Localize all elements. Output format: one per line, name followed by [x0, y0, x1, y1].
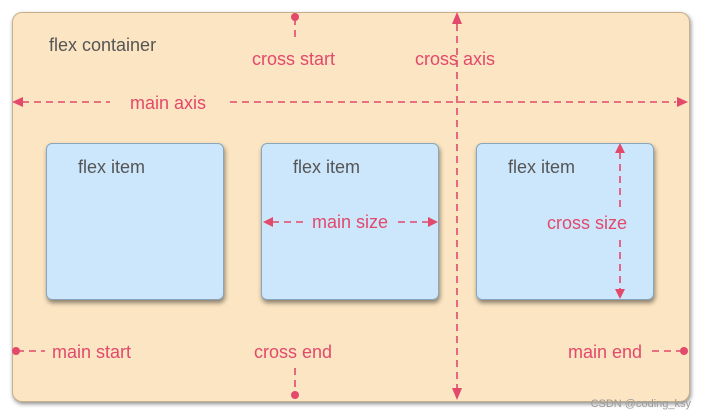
- main-axis-label: main axis: [130, 93, 207, 113]
- cross-axis-label: cross axis: [415, 49, 496, 69]
- watermark: CSDN @coding_ksy: [590, 398, 691, 410]
- flex-item-label: flex item: [508, 157, 576, 177]
- flex-item-label: flex item: [293, 157, 361, 177]
- flex-item-1: flex item: [46, 143, 224, 300]
- main-end-label: main end: [568, 342, 643, 362]
- cross-end-dot: [291, 391, 299, 399]
- cross-axis-arrow-top: [452, 12, 462, 24]
- cross-start-label: cross start: [252, 49, 336, 69]
- main-end-dot: [680, 347, 688, 355]
- cross-size-arrow-bottom: [615, 289, 625, 299]
- main-axis-arrow-left: [12, 97, 23, 107]
- main-size-arrow-left: [263, 217, 273, 227]
- cross-size-label: cross size: [547, 213, 628, 233]
- flex-item-3: flex item: [476, 143, 654, 300]
- cross-size-arrow-top: [615, 143, 625, 153]
- main-size-arrow-right: [428, 217, 438, 227]
- flex-container-label: flex container: [49, 35, 157, 55]
- main-size-label: main size: [312, 212, 389, 232]
- cross-axis-arrow-bottom: [452, 388, 462, 400]
- cross-start-dot: [291, 13, 299, 21]
- cross-end-label: cross end: [254, 342, 333, 362]
- main-start-dot: [12, 347, 20, 355]
- flex-item-label: flex item: [78, 157, 146, 177]
- main-axis-arrow-right: [677, 97, 688, 107]
- main-start-label: main start: [52, 342, 132, 362]
